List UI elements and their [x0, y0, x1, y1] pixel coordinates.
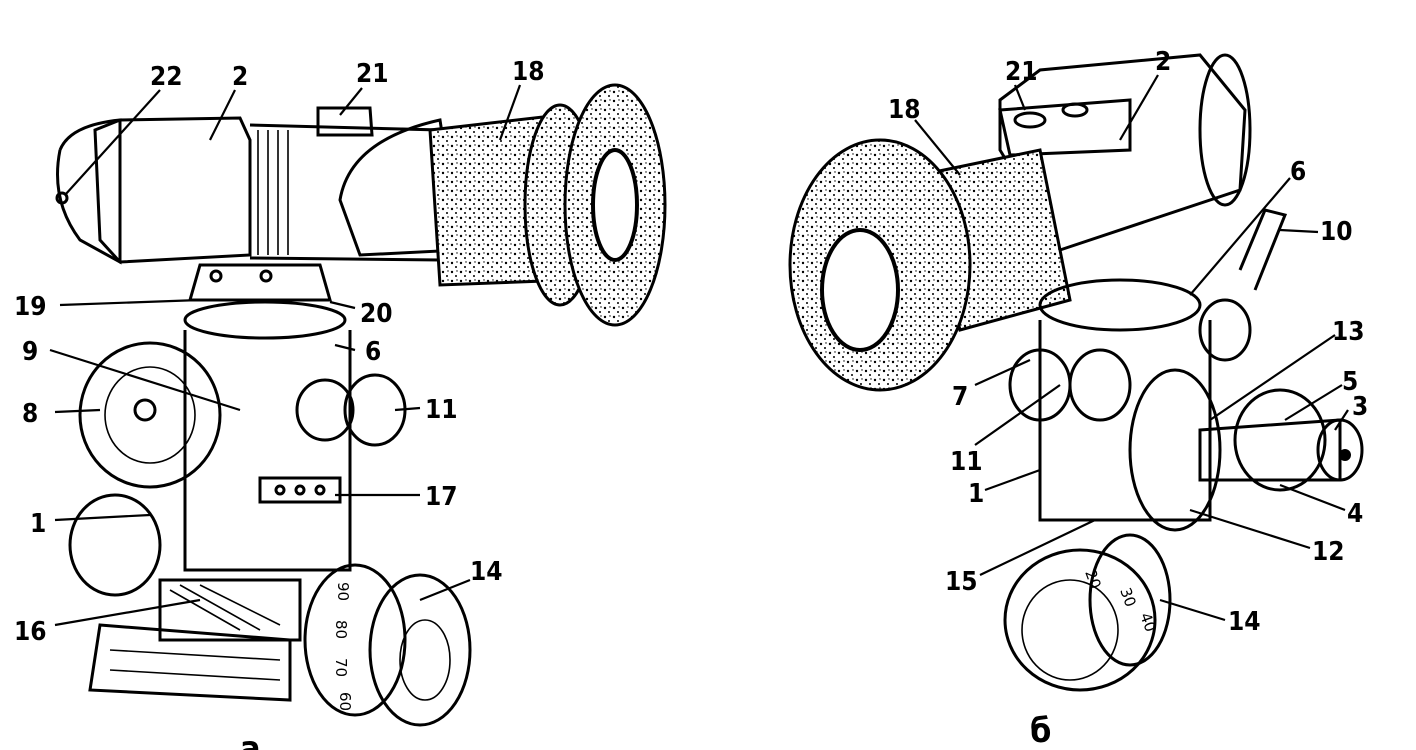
- callout-16: 16: [14, 617, 47, 647]
- callout-19: 19: [14, 292, 47, 322]
- sight-b-eyepiece: [788, 138, 1072, 392]
- callout-11: 11: [950, 447, 983, 477]
- dial-mark: 30: [1116, 585, 1139, 609]
- callout-1: 1: [968, 479, 984, 509]
- sight-a-head: [55, 106, 462, 265]
- callout-6: 6: [365, 337, 381, 367]
- callout-5: 5: [1342, 367, 1358, 397]
- callout-2: 2: [1155, 47, 1171, 77]
- callout-2: 2: [232, 62, 248, 92]
- callout-15: 15: [945, 567, 978, 597]
- dial-mark: 20: [1081, 567, 1104, 591]
- callout-14: 14: [470, 557, 503, 587]
- callout-6: 6: [1290, 157, 1306, 187]
- callout-14: 14: [1228, 607, 1261, 637]
- leader-lines-a: [49, 84, 522, 627]
- callout-8: 8: [22, 399, 38, 429]
- callout-22: 22: [150, 62, 183, 92]
- dial-mark: 60: [336, 692, 354, 711]
- sight-view-a: 90 80 70 60 22 2 21 18 19 20: [14, 57, 667, 750]
- caption-a: а: [240, 729, 261, 750]
- callout-11: 11: [425, 395, 458, 425]
- dial-mark: 40: [1136, 610, 1159, 634]
- callouts-b: 21 2 18 6 10 13 5 3 7 11 1 4 12 15 14 б: [888, 47, 1368, 750]
- callout-18: 18: [512, 57, 545, 87]
- sight-view-b: 20 30 40 21 2 18 6 10 13: [788, 47, 1368, 750]
- callout-10: 10: [1320, 217, 1353, 247]
- callout-17: 17: [425, 482, 458, 512]
- caption-b: б: [1030, 711, 1051, 750]
- callout-21: 21: [356, 59, 389, 89]
- callout-12: 12: [1312, 537, 1345, 567]
- callout-20: 20: [360, 299, 393, 329]
- callout-4: 4: [1347, 499, 1363, 529]
- callout-13: 13: [1332, 317, 1365, 347]
- callout-21: 21: [1005, 57, 1038, 87]
- dial-mark: 70: [332, 658, 350, 677]
- callout-3: 3: [1352, 392, 1368, 422]
- leader-lines-b: [914, 74, 1349, 622]
- callout-1: 1: [30, 509, 46, 539]
- callout-9: 9: [22, 337, 38, 367]
- callout-7: 7: [952, 382, 968, 412]
- callout-18: 18: [888, 95, 921, 125]
- callouts-a: 22 2 21 18 19 20 9 6 8 11 17 1 14 16 а: [14, 57, 545, 750]
- sight-a-eyepiece: [428, 83, 667, 327]
- dial-mark: 90: [334, 582, 352, 601]
- dial-mark: 80: [332, 620, 350, 639]
- sight-a-body: 90 80 70 60: [68, 263, 472, 727]
